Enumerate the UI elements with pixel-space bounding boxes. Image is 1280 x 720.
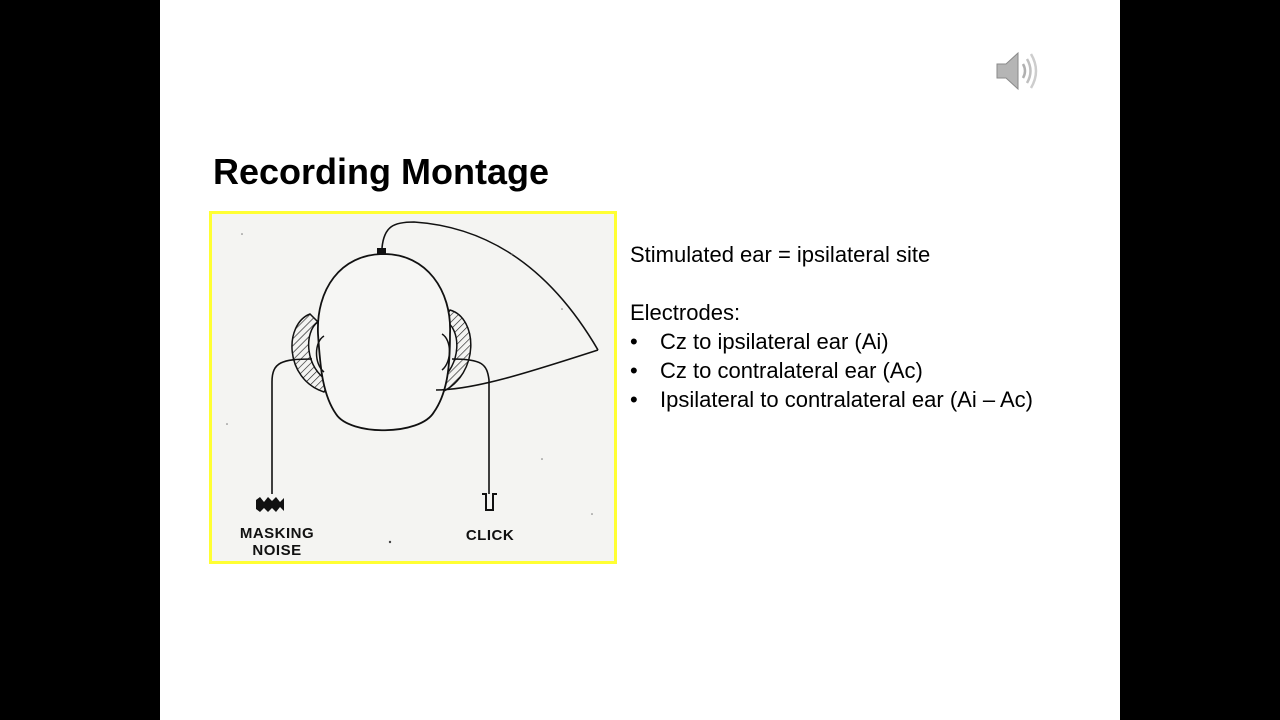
cz-electrode — [377, 248, 386, 255]
masking-noise-icon — [256, 497, 284, 512]
electrodes-heading: Electrodes: — [630, 300, 741, 325]
masking-noise-label: MASKING NOISE — [239, 525, 315, 559]
stimulated-ear-text: Stimulated ear = ipsilateral site — [630, 242, 931, 267]
slide: Recording Montage — [160, 0, 1120, 720]
click-cable — [451, 358, 490, 494]
cz-lead — [381, 221, 599, 351]
electrodes-list: Cz to ipsilateral ear (Ai) Cz to contral… — [630, 327, 1100, 414]
click-label: CLICK — [465, 527, 515, 544]
slide-content: Stimulated ear = ipsilateral site Electr… — [630, 240, 1100, 414]
list-item: Cz to contralateral ear (Ac) — [630, 356, 1100, 385]
list-item: Ipsilateral to contralateral ear (Ai – A… — [630, 385, 1100, 414]
head-diagram — [226, 221, 599, 544]
ear-electrode-lead — [435, 349, 599, 391]
right-ear — [441, 333, 451, 371]
list-item: Cz to ipsilateral ear (Ai) — [630, 327, 1100, 356]
click-icon — [482, 493, 497, 511]
masking-cable — [271, 358, 313, 494]
speaker-icon[interactable] — [995, 50, 1041, 92]
left-ear — [315, 335, 325, 373]
left-headphone-cup — [291, 313, 332, 393]
slide-title: Recording Montage — [213, 151, 550, 192]
head-outline — [317, 253, 451, 432]
recording-montage-figure: MASKING NOISE CLICK — [209, 211, 617, 564]
